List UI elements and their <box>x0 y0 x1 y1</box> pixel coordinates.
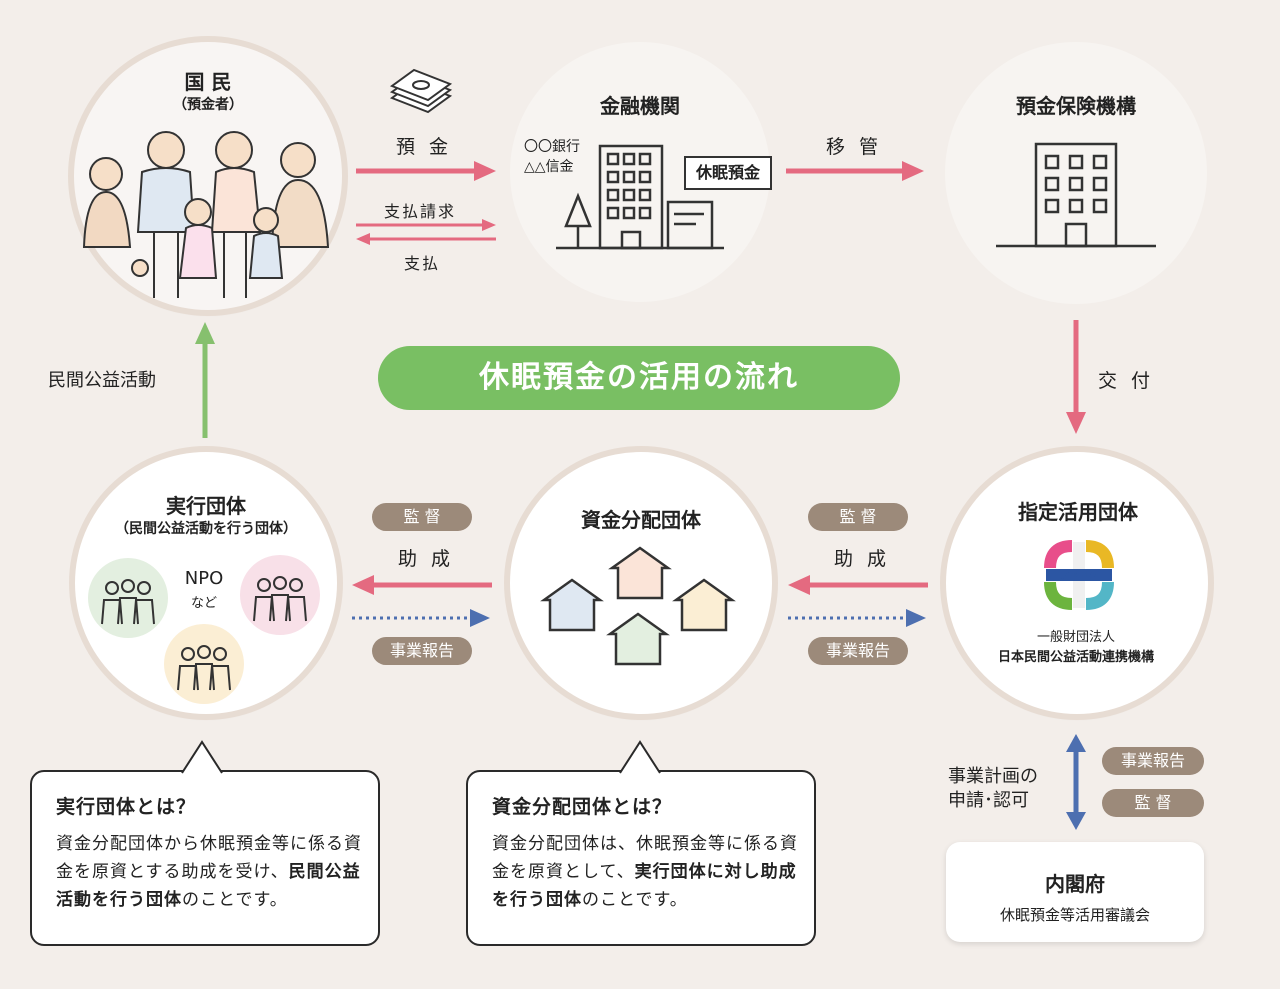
grant-label-1: 助 成 <box>398 548 455 570</box>
citizens-title: 国 民 <box>184 70 232 94</box>
houses-icon <box>540 546 736 666</box>
dormant-deposit-sign: 休眠預金 <box>684 156 773 190</box>
npo-sub-label: など <box>190 596 217 611</box>
designated-title: 指定活用団体 <box>1018 500 1138 524</box>
dic-building-icon <box>996 142 1156 248</box>
citizens-subtitle: （預金者） <box>173 97 243 113</box>
distributor-title: 資金分配団体 <box>581 508 701 532</box>
executor-info-pointer <box>181 740 223 776</box>
cabinet-bidirectional-arrow <box>1066 734 1086 830</box>
distributor-info-body: 資金分配団体は、休眠預金等に係る資金を原資として、実行団体に対し助成を行う団体の… <box>492 830 800 914</box>
deposit-label: 預 金 <box>396 136 453 158</box>
cabinet-subtitle: 休眠預金等活用審議会 <box>999 906 1150 924</box>
payment-request-label: 支払請求 <box>384 202 457 221</box>
bank-name-1: 〇〇銀行 <box>524 139 580 155</box>
group-icon-yellow <box>164 624 244 704</box>
bank-name-2: △△信金 <box>524 159 574 175</box>
transfer-arrow <box>786 161 924 181</box>
executor-info-text-2: のことです。 <box>182 890 288 910</box>
supervision-pill-2: 監 督 <box>808 503 908 531</box>
distributor-info-pointer <box>619 740 661 776</box>
grant-delivery-arrow <box>1066 320 1086 434</box>
transfer-label: 移 管 <box>826 136 883 158</box>
designated-org-line2: 日本民間公益活動連携機構 <box>997 650 1154 665</box>
executor-subtitle: （民間公益活動を行う団体） <box>115 521 297 537</box>
distributor-info-title: 資金分配団体とは？ <box>492 796 673 818</box>
payment-label: 支払 <box>404 254 441 273</box>
npo-label: NPO <box>184 568 224 589</box>
executor-title: 実行団体 <box>166 494 246 518</box>
bank-building-icon <box>556 144 724 250</box>
plan-label-line2: 申請･認可 <box>948 790 1029 811</box>
dic-title: 預金保険機構 <box>1016 94 1136 118</box>
diagram-title: 休眠預金の活用の流れ <box>378 346 900 410</box>
distributor-info-emphasis: 実行団体に対し助成を行う団体 <box>492 862 797 910</box>
executor-info-box: 実行団体とは？ 資金分配団体から休眠預金等に係る資金を原資とする助成を受け、民間… <box>30 770 380 946</box>
executor-info-body: 資金分配団体から休眠預金等に係る資金を原資とする助成を受け、民間公益活動を行う団… <box>56 830 364 914</box>
public-activity-arrow <box>195 322 215 438</box>
cabinet-report-pill: 事業報告 <box>1102 747 1204 775</box>
distributor-info-text-2: のことです。 <box>582 890 688 910</box>
payment-arrow <box>356 233 496 245</box>
plan-label-line1: 事業計画の <box>948 766 1038 787</box>
report-arrow-2 <box>788 609 926 627</box>
cabinet-box: 内閣府 休眠預金等活用審議会 <box>946 842 1204 942</box>
distributor-info-text-1: 資金分配団体は、休眠預金等に係る資金を原資として、 <box>492 834 798 882</box>
supervision-pill-1: 監 督 <box>372 503 472 531</box>
executor-info-title: 実行団体とは？ <box>56 796 197 818</box>
executor-info-emphasis: 民間公益活動を行う団体 <box>56 862 361 910</box>
report-pill-1: 事業報告 <box>372 637 472 665</box>
deposit-arrow <box>356 161 496 181</box>
group-icon-green <box>88 558 168 638</box>
grant-arrow-2 <box>788 575 928 595</box>
payment-request-arrow <box>356 219 496 231</box>
janpia-logo-text: JANPIA <box>1061 570 1097 580</box>
designated-org-line1: 一般財団法人 <box>1036 630 1115 645</box>
bank-title: 金融機関 <box>600 94 680 118</box>
grant-arrow-1 <box>352 575 492 595</box>
people-illustration <box>82 131 330 298</box>
janpia-logo <box>1044 540 1114 610</box>
public-activity-label: 民間公益活動 <box>48 370 156 391</box>
grant-delivery-label: 交 付 <box>1098 370 1155 392</box>
cabinet-title: 内閣府 <box>1045 872 1105 896</box>
grant-label-2: 助 成 <box>834 548 891 570</box>
group-icon-pink <box>240 555 320 635</box>
money-icon <box>389 68 453 114</box>
report-arrow-1 <box>352 609 490 627</box>
distributor-info-box: 資金分配団体とは？ 資金分配団体は、休眠預金等に係る資金を原資として、実行団体に… <box>466 770 816 946</box>
dic-circle <box>945 42 1207 304</box>
report-pill-2: 事業報告 <box>808 637 908 665</box>
executor-info-text-1: 資金分配団体から休眠預金等に係る資金を原資とする助成を受け、 <box>56 834 362 882</box>
cabinet-supervision-pill: 監 督 <box>1102 789 1204 817</box>
